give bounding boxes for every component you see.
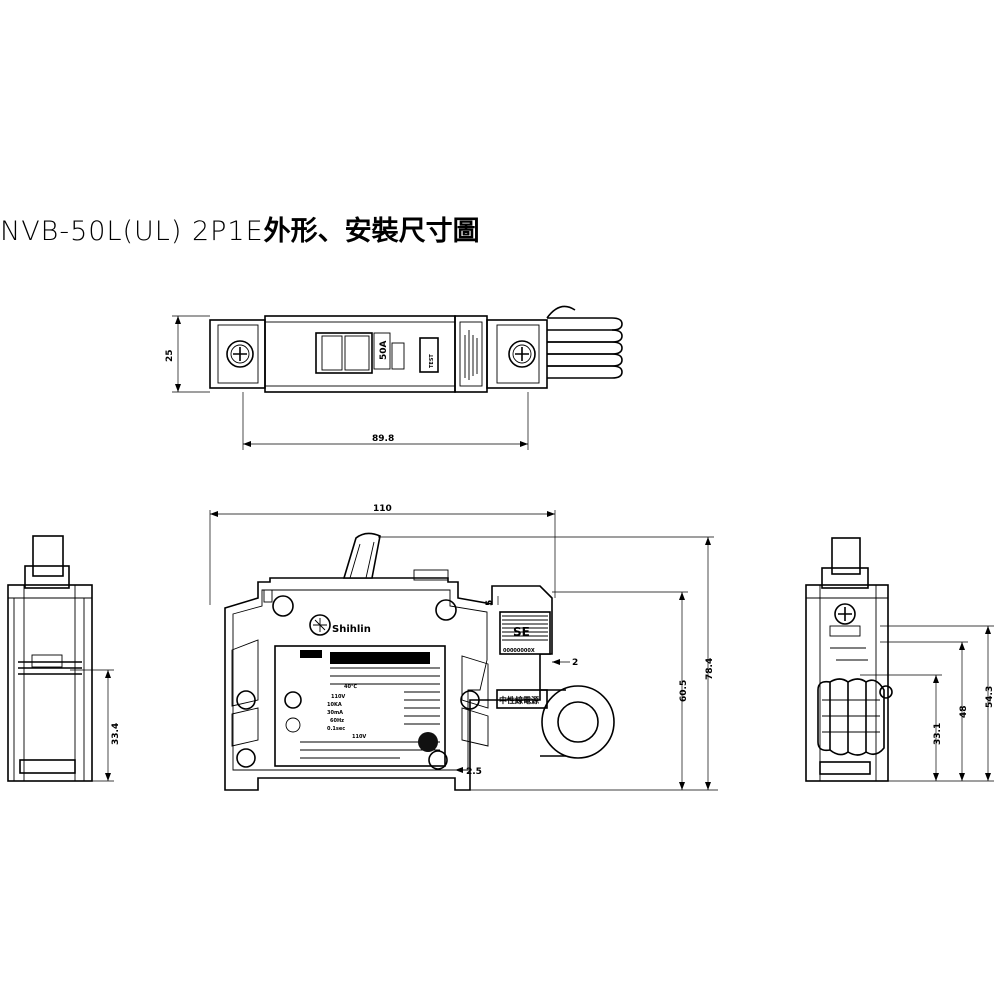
dim-line-89-8 — [242, 392, 529, 450]
label-0-1sec: 0.1sec — [327, 726, 345, 732]
dim-48: 48 — [959, 705, 969, 718]
neutral-label: 中性線電源 — [499, 695, 539, 705]
dim-25: 25 — [165, 349, 175, 362]
label-40c: 40℃ — [344, 684, 357, 690]
screw-icon — [834, 603, 856, 625]
toggle-handle — [342, 532, 381, 579]
dim-line-110 — [209, 510, 556, 605]
ce-label — [499, 611, 551, 655]
dim-110: 110 — [373, 504, 392, 514]
right-side-view: 33.1 48 54.3 — [805, 537, 995, 782]
dim-78-4: 78.4 — [705, 658, 715, 680]
label-30ma: 30mA — [327, 710, 343, 716]
label-60hz: 60Hz — [330, 718, 344, 724]
mount-hole — [435, 599, 457, 621]
label-plate — [274, 645, 446, 767]
test-label: TEST — [429, 354, 435, 368]
serial-number: 00000000X — [503, 648, 535, 654]
dim-2-5: 2.5 — [466, 767, 482, 777]
cert-mark-icon — [284, 691, 302, 709]
side-handle — [831, 537, 861, 575]
status-dot — [418, 732, 438, 752]
dim-33-1: 33.1 — [933, 723, 943, 745]
dim-2: 2 — [572, 658, 578, 668]
rating-label: 50A — [379, 340, 389, 360]
dim-line-25 — [172, 315, 210, 393]
label-10ka: 10KA — [327, 702, 342, 708]
screw-icon — [508, 340, 536, 368]
side-handle — [32, 535, 64, 577]
brand-label: Shihlin — [332, 624, 371, 635]
dim-line-33-4 — [70, 669, 114, 782]
left-side-view: 33.4 — [7, 535, 121, 782]
test-button — [419, 337, 439, 373]
page-title: NVB-50L(UL) 2P1E外形、安裝尺寸圖 — [0, 212, 480, 252]
label-110v-2: 110V — [352, 734, 366, 740]
ring-terminal — [540, 685, 615, 759]
shihlin-logo-icon — [309, 614, 331, 636]
cert-mark-icon — [285, 717, 301, 733]
model-name: NVB-50L(UL) 2P1E — [0, 216, 264, 247]
front-body-outline — [224, 577, 553, 791]
dim-33-4: 33.4 — [111, 723, 121, 745]
top-body — [264, 315, 456, 393]
dim-5: 5 — [485, 600, 495, 606]
coil-wire-side — [817, 678, 893, 756]
label-110v: 110V — [331, 694, 345, 700]
mount-hole — [236, 690, 256, 710]
right-body — [805, 584, 889, 782]
mount-hole — [236, 748, 256, 768]
dim-60-5: 60.5 — [679, 680, 689, 702]
dim-54-3: 54.3 — [985, 686, 995, 708]
screw-icon — [226, 340, 254, 368]
handle — [315, 332, 373, 374]
left-body — [7, 584, 93, 782]
mount-hole — [460, 690, 480, 710]
dim-89-8: 89.8 — [372, 434, 394, 444]
mount-hole — [428, 750, 448, 770]
ce-mark: SE — [513, 625, 530, 639]
coil-wire-top — [546, 305, 623, 379]
top-view: 50A TEST 25 89.8 — [165, 305, 623, 450]
front-view: Shihlin 110V 40℃ 10KA 30mA 60Hz 0.1sec 1… — [209, 504, 718, 791]
title-description: 外形、安裝尺寸圖 — [263, 216, 480, 247]
mount-hole — [272, 595, 294, 617]
